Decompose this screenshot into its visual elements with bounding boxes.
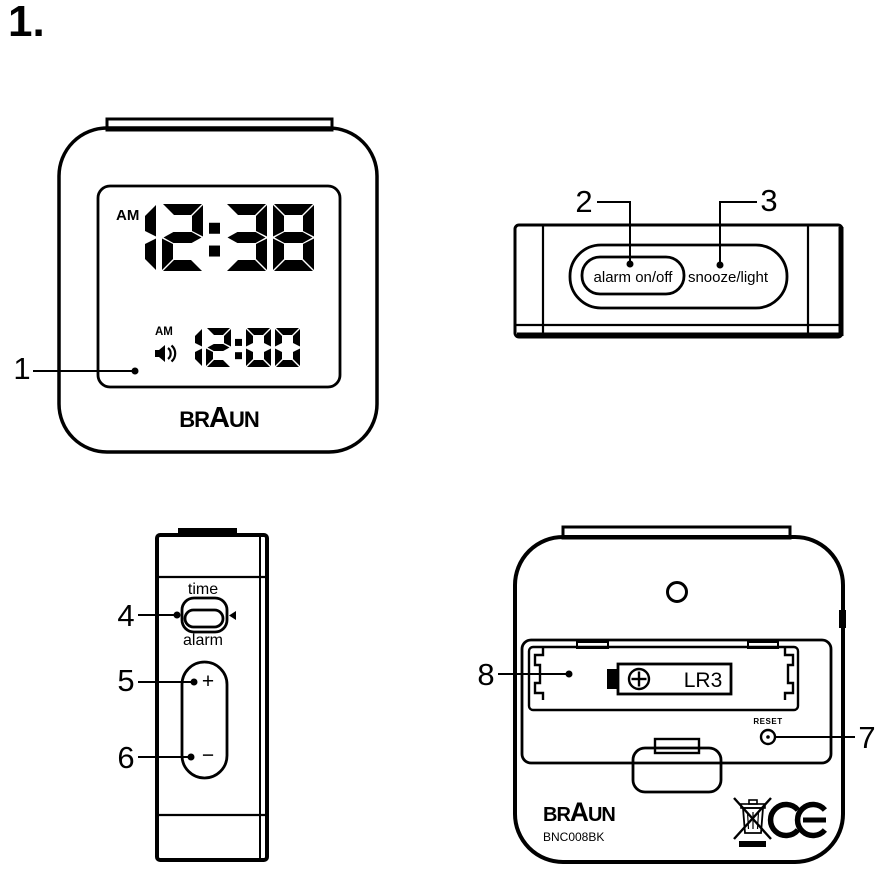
callout-dot-5 bbox=[190, 678, 198, 686]
callout-dot-1 bbox=[131, 367, 139, 375]
side-button-nub bbox=[839, 610, 846, 628]
snooze-light-label: snooze/light bbox=[688, 269, 769, 286]
lcd-display bbox=[96, 184, 342, 389]
callout-dot-8 bbox=[565, 670, 573, 678]
callout-number-7: 7 bbox=[858, 720, 875, 755]
top-view: alarm on/off snooze/light 2 3 bbox=[513, 183, 844, 339]
callout-number-3: 3 bbox=[760, 183, 777, 218]
reset-label: RESET bbox=[753, 717, 782, 726]
battery-panel bbox=[520, 638, 833, 765]
callout-line-2 bbox=[597, 201, 631, 264]
battery-body bbox=[616, 662, 733, 696]
reset-button bbox=[759, 728, 777, 746]
callout-line-3 bbox=[719, 201, 757, 265]
battery-well-notch-right bbox=[747, 641, 779, 649]
brand-logo-back: BRAUN bbox=[543, 797, 615, 827]
back-housing bbox=[513, 535, 845, 864]
time-alarm-switch bbox=[180, 596, 229, 634]
plus-screw-icon bbox=[627, 667, 651, 691]
switch-time-label: time bbox=[188, 581, 218, 598]
callout-number-2: 2 bbox=[575, 184, 592, 219]
alarm-time-digits bbox=[195, 328, 300, 367]
alarm-on-off-label: alarm on/off bbox=[594, 269, 674, 286]
side-housing bbox=[155, 533, 269, 862]
arrow-left-icon bbox=[229, 611, 236, 620]
battery-well bbox=[527, 645, 800, 712]
callout-dot-2 bbox=[626, 260, 634, 268]
battery-type-label: LR3 bbox=[684, 669, 723, 692]
brand-logo-front: BRAUN bbox=[179, 402, 259, 434]
minus-button-label: − bbox=[202, 744, 214, 767]
callout-number-6: 6 bbox=[117, 740, 134, 775]
callout-number-4: 4 bbox=[117, 598, 134, 633]
reset-button-pin bbox=[766, 735, 770, 739]
front-top-tab bbox=[105, 117, 334, 132]
plus-button-label: + bbox=[202, 670, 214, 693]
front-view: AM AM BRAUN 1 bbox=[13, 117, 379, 454]
callout-number-5: 5 bbox=[117, 663, 134, 698]
callout-number-1: 1 bbox=[13, 351, 30, 386]
callout-number-8: 8 bbox=[477, 657, 494, 692]
stand-flap bbox=[631, 746, 723, 794]
callout-dot-4 bbox=[173, 611, 181, 619]
hanging-hole bbox=[666, 581, 688, 603]
ce-mark-icon: CE bbox=[767, 801, 827, 839]
speaker-icon bbox=[155, 344, 177, 363]
switch-knob bbox=[183, 608, 225, 629]
model-number: BNC008BK bbox=[543, 830, 604, 844]
top-housing bbox=[513, 223, 844, 339]
top-button-cluster bbox=[568, 243, 789, 310]
side-view: time alarm + − 4 5 6 bbox=[117, 528, 269, 862]
back-view: LR3 8 RESET 7 BRAUN BNC008BK bbox=[477, 525, 876, 864]
figure-number: 1. bbox=[8, 0, 45, 46]
callout-dot-3 bbox=[716, 261, 724, 269]
switch-alarm-label: alarm bbox=[183, 632, 223, 649]
callout-dot-6 bbox=[187, 753, 195, 761]
battery-well-notch-left bbox=[576, 641, 609, 649]
battery-contact-right bbox=[783, 648, 795, 700]
side-top-tab bbox=[178, 528, 237, 536]
battery-terminal bbox=[607, 669, 618, 689]
time-digits bbox=[145, 204, 314, 271]
alarm-on-off-button bbox=[580, 255, 686, 296]
front-housing bbox=[57, 126, 379, 454]
time-meridiem-label: AM bbox=[116, 207, 139, 224]
top-housing-shadow-edge bbox=[517, 227, 844, 338]
plus-minus-rocker bbox=[180, 660, 229, 780]
stand-latch bbox=[653, 737, 701, 755]
weee-crossed-bin-icon bbox=[733, 797, 772, 847]
alarm-meridiem-label: AM bbox=[155, 326, 173, 338]
